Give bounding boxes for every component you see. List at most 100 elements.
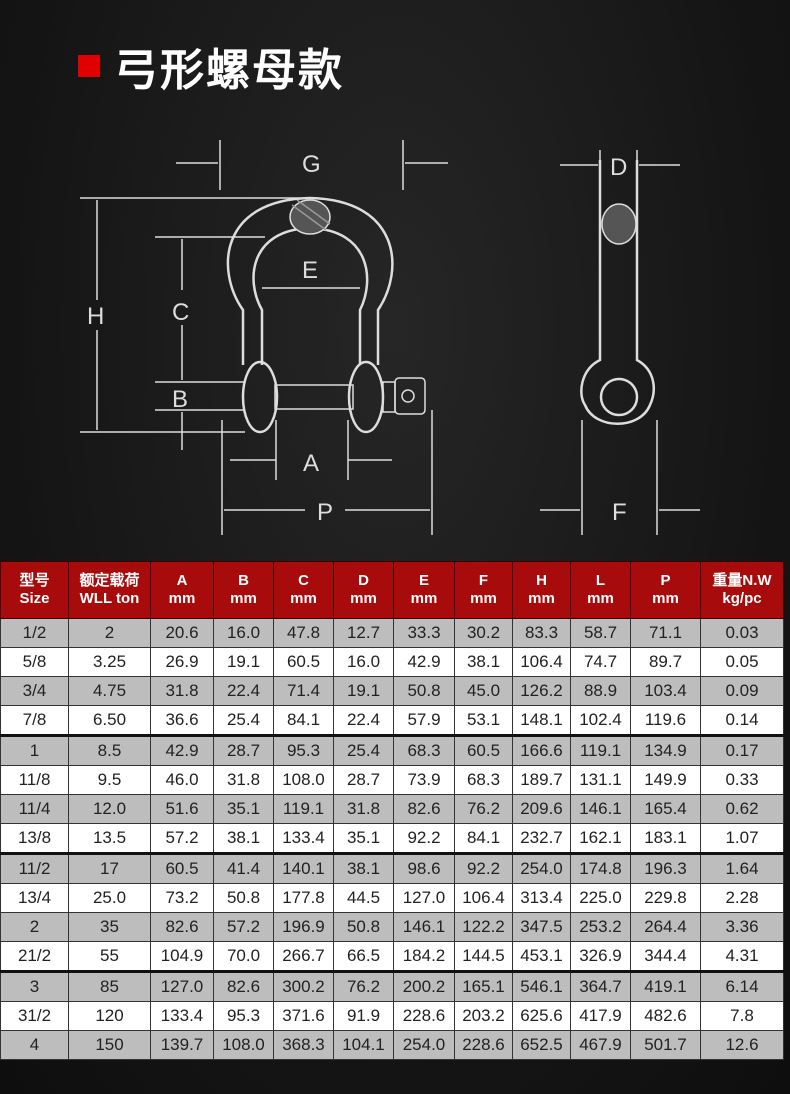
column-header-line: mm: [168, 590, 196, 607]
side-view: D F: [540, 150, 700, 535]
table-cell: 203.2: [454, 1001, 513, 1031]
table-cell: 453.1: [512, 941, 571, 972]
column-header-line: 重量N.W: [712, 572, 772, 589]
table-cell: 347.5: [512, 912, 571, 942]
label-b: B: [172, 386, 188, 413]
table-cell: 652.5: [512, 1030, 571, 1060]
table-cell: 127.0: [150, 970, 214, 1002]
table-cell: 0.09: [700, 676, 784, 706]
table-cell: 50.8: [333, 912, 394, 942]
table-cell: 200.2: [393, 970, 455, 1002]
front-view: G H C B E A P: [80, 140, 448, 535]
table-cell: 300.2: [273, 970, 334, 1002]
table-cell: 25.0: [68, 883, 151, 913]
column-header-line: E: [418, 572, 429, 589]
table-cell: 16.0: [333, 647, 394, 677]
table-cell: 31.8: [213, 765, 274, 795]
table-cell: 3.25: [68, 647, 151, 677]
table-cell: 209.6: [512, 794, 571, 824]
table-cell: 71.4: [273, 676, 334, 706]
table-cell: 140.1: [273, 852, 334, 884]
column-header-line: mm: [350, 590, 377, 607]
table-cell: 82.6: [150, 912, 214, 942]
table-cell: 38.1: [333, 852, 394, 884]
table-cell: 103.4: [630, 676, 701, 706]
table-cell: 253.2: [570, 912, 631, 942]
table-cell: 162.1: [570, 823, 631, 854]
table-cell: 19.1: [213, 647, 274, 677]
table-cell: 30.2: [454, 618, 513, 648]
table-cell: 189.7: [512, 765, 571, 795]
table-cell: 92.2: [393, 823, 455, 854]
table-cell: 264.4: [630, 912, 701, 942]
table-cell: 2: [0, 912, 69, 942]
table-cell: 166.6: [512, 734, 571, 766]
table-cell: 133.4: [150, 1001, 214, 1031]
table-cell: 68.3: [454, 765, 513, 795]
table-cell: 229.8: [630, 883, 701, 913]
table-cell: 57.9: [393, 705, 455, 736]
label-c: C: [172, 299, 189, 326]
column-header-line: mm: [410, 590, 438, 607]
table-cell: 1.07: [700, 823, 784, 854]
table-cell: 12.6: [700, 1030, 784, 1060]
table-cell: 1.64: [700, 852, 784, 884]
table-cell: 232.7: [512, 823, 571, 854]
table-cell: 2: [68, 618, 151, 648]
red-square-icon: [78, 55, 100, 77]
table-cell: 0.05: [700, 647, 784, 677]
table-cell: 1/2: [0, 618, 69, 648]
table-cell: 11/4: [0, 794, 69, 824]
table-cell: 36.6: [150, 705, 214, 736]
table-cell: 6.50: [68, 705, 151, 736]
column-header-line: H: [536, 572, 547, 589]
table-cell: 120: [68, 1001, 151, 1031]
column-header-line: mm: [290, 590, 317, 607]
table-cell: 254.0: [393, 1030, 455, 1060]
table-cell: 146.1: [393, 912, 455, 942]
table-cell: 127.0: [393, 883, 455, 913]
table-cell: 7/8: [0, 705, 69, 736]
table-cell: 417.9: [570, 1001, 631, 1031]
column-header-line: A: [176, 572, 188, 589]
table-cell: 184.2: [393, 941, 455, 972]
label-h: H: [87, 303, 104, 330]
table-cell: 38.1: [213, 823, 274, 854]
table-cell: 177.8: [273, 883, 334, 913]
table-cell: 133.4: [273, 823, 334, 854]
table-cell: 419.1: [630, 970, 701, 1002]
table-cell: 16.0: [213, 618, 274, 648]
table-cell: 28.7: [213, 734, 274, 766]
table-cell: 344.4: [630, 941, 701, 972]
table-cell: 35.1: [333, 823, 394, 854]
column-header-line: B: [238, 572, 249, 589]
table-cell: 228.6: [393, 1001, 455, 1031]
table-cell: 76.2: [454, 794, 513, 824]
table-cell: 74.7: [570, 647, 631, 677]
page-title: 弓形螺母款: [78, 34, 344, 98]
table-cell: 26.9: [150, 647, 214, 677]
table-cell: 313.4: [512, 883, 571, 913]
table-cell: 31/2: [0, 1001, 69, 1031]
label-e: E: [302, 257, 318, 284]
table-cell: 364.7: [570, 970, 631, 1002]
table-cell: 11/8: [0, 765, 69, 795]
table-cell: 0.17: [700, 734, 784, 766]
table-cell: 76.2: [333, 970, 394, 1002]
table-cell: 501.7: [630, 1030, 701, 1060]
table-cell: 102.4: [570, 705, 631, 736]
column-header-line: mm: [528, 590, 555, 607]
table-cell: 225.0: [570, 883, 631, 913]
